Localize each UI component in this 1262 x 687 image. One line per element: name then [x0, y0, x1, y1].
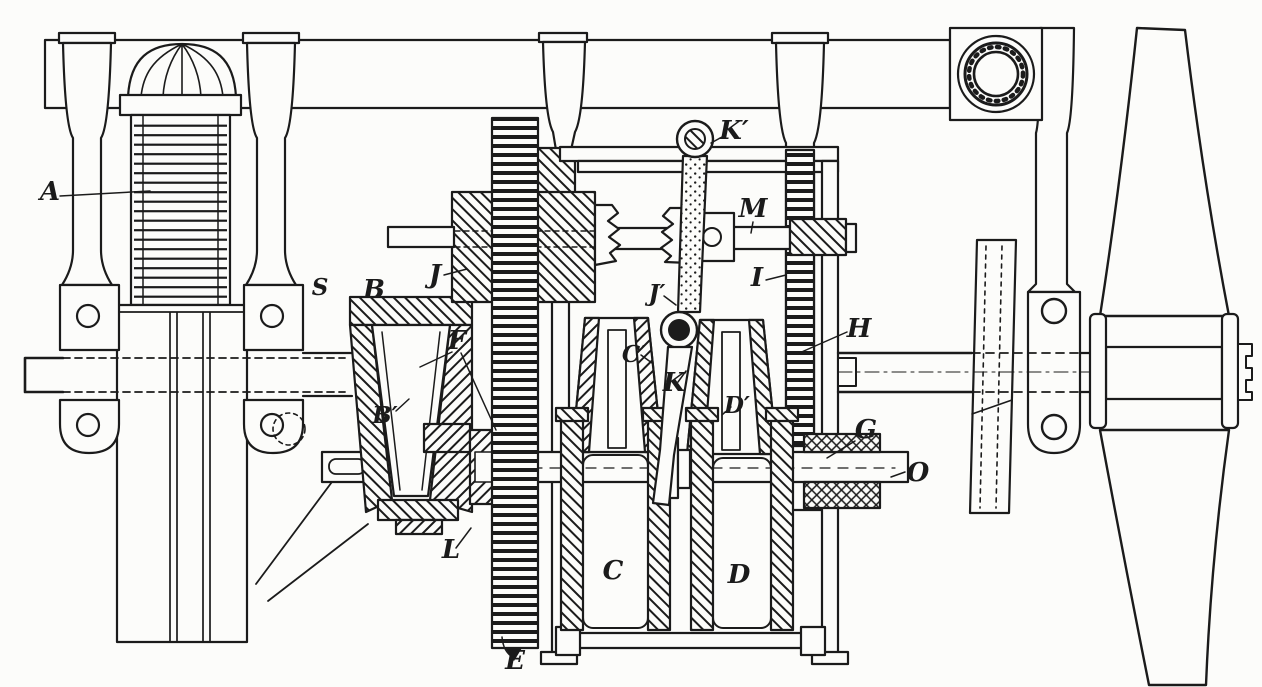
cone-c-prime — [570, 316, 664, 454]
propeller — [1088, 26, 1253, 687]
bolt-hole — [259, 303, 285, 329]
bevel-gear-pair — [593, 203, 706, 267]
clutch-cone-inner — [370, 323, 452, 498]
bolt-hole — [75, 412, 101, 438]
part-label-i: I — [750, 263, 764, 293]
part-label-l: L — [441, 535, 460, 565]
keyway-slot — [328, 458, 366, 475]
drum-c — [554, 406, 677, 632]
label-leaders — [59, 136, 906, 657]
ball-bearing — [956, 34, 1036, 114]
crankcase — [115, 303, 249, 644]
part-label-h: H — [846, 314, 873, 344]
gear-i — [784, 148, 816, 448]
gear-e — [490, 116, 540, 661]
part-label-o: O — [907, 458, 930, 488]
part-label-g: G — [855, 415, 877, 445]
crank-pin-hidden — [272, 412, 306, 446]
propeller-blade-lower — [1098, 428, 1231, 687]
part-labels: A S B J F B′ C′ J′ K K′ M I H G O L C D … — [37, 116, 930, 676]
coupling-strap — [968, 238, 1018, 515]
bolt-hole — [75, 303, 101, 329]
part-label-j: J — [424, 260, 443, 290]
bolt-hole — [259, 412, 285, 438]
cone-clutch — [348, 295, 500, 536]
part-label-s: S — [312, 274, 329, 301]
rod-eye — [702, 227, 722, 247]
bearing-g — [802, 432, 882, 510]
engine-cylinder — [115, 42, 249, 644]
part-label-d-prime: D′ — [723, 392, 750, 419]
part-label-b-prime: B′ — [371, 402, 398, 429]
part-label-d: D — [727, 560, 751, 590]
hanger-column-2 — [241, 31, 305, 455]
part-label-k-prime: K′ — [718, 116, 749, 146]
part-label-c: C — [603, 556, 624, 586]
part-label-a: A — [37, 177, 60, 207]
bearing-housing — [837, 26, 1099, 455]
reversing-lever — [651, 119, 715, 507]
part-label-c-prime: C′ — [622, 341, 646, 368]
drum-d — [684, 406, 800, 632]
part-label-m: M — [738, 194, 769, 224]
part-label-b: B — [362, 275, 385, 305]
bolt-hole — [1040, 297, 1068, 325]
shaft-nut — [1237, 343, 1253, 401]
lever-arm-k — [651, 345, 694, 507]
part-label-e: E — [504, 646, 526, 676]
hanger-column-1 — [57, 31, 121, 455]
connecting-rod-line — [267, 523, 369, 602]
part-label-j-prime: J′ — [645, 280, 666, 307]
part-label-f: F — [447, 326, 468, 356]
bolt-hole — [1040, 413, 1068, 441]
propeller-hub — [1104, 345, 1224, 401]
ball-ring — [966, 44, 1026, 104]
part-label-k: K — [662, 368, 687, 398]
